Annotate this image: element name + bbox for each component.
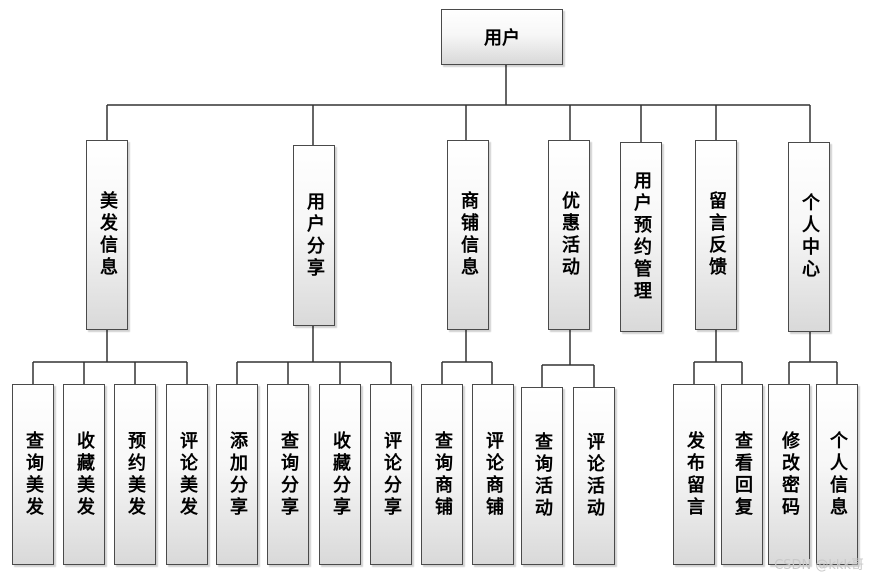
root-node: 用户 <box>441 9 563 65</box>
leaf-node: 个人信息 <box>816 384 858 565</box>
leaf-node: 收藏美发 <box>63 384 105 565</box>
leaf-node: 添加分享 <box>216 384 258 565</box>
leaf-node: 预约美发 <box>114 384 156 565</box>
leaf-node: 评论活动 <box>573 387 615 565</box>
module-node: 用户预约管理 <box>620 142 662 332</box>
module-node: 优惠活动 <box>548 140 590 330</box>
leaf-node: 查询美发 <box>12 384 54 565</box>
leaf-node: 修改密码 <box>768 384 810 565</box>
leaf-node: 查询分享 <box>267 384 309 565</box>
module-node: 留言反馈 <box>695 140 737 330</box>
module-node: 美发信息 <box>86 140 128 330</box>
leaf-node: 查看回复 <box>721 384 763 565</box>
leaf-node: 评论分享 <box>370 384 412 565</box>
leaf-node: 查询商铺 <box>421 384 463 565</box>
leaf-node: 评论美发 <box>166 384 208 565</box>
leaf-node: 查询活动 <box>521 387 563 565</box>
leaf-node: 发布留言 <box>673 384 715 565</box>
module-node: 个人中心 <box>788 142 830 332</box>
leaf-node: 收藏分享 <box>319 384 361 565</box>
watermark: CSDN @kkk哥 <box>774 558 864 573</box>
leaf-node: 评论商铺 <box>472 384 514 565</box>
module-node: 商铺信息 <box>447 140 489 330</box>
module-node: 用户分享 <box>293 145 335 326</box>
